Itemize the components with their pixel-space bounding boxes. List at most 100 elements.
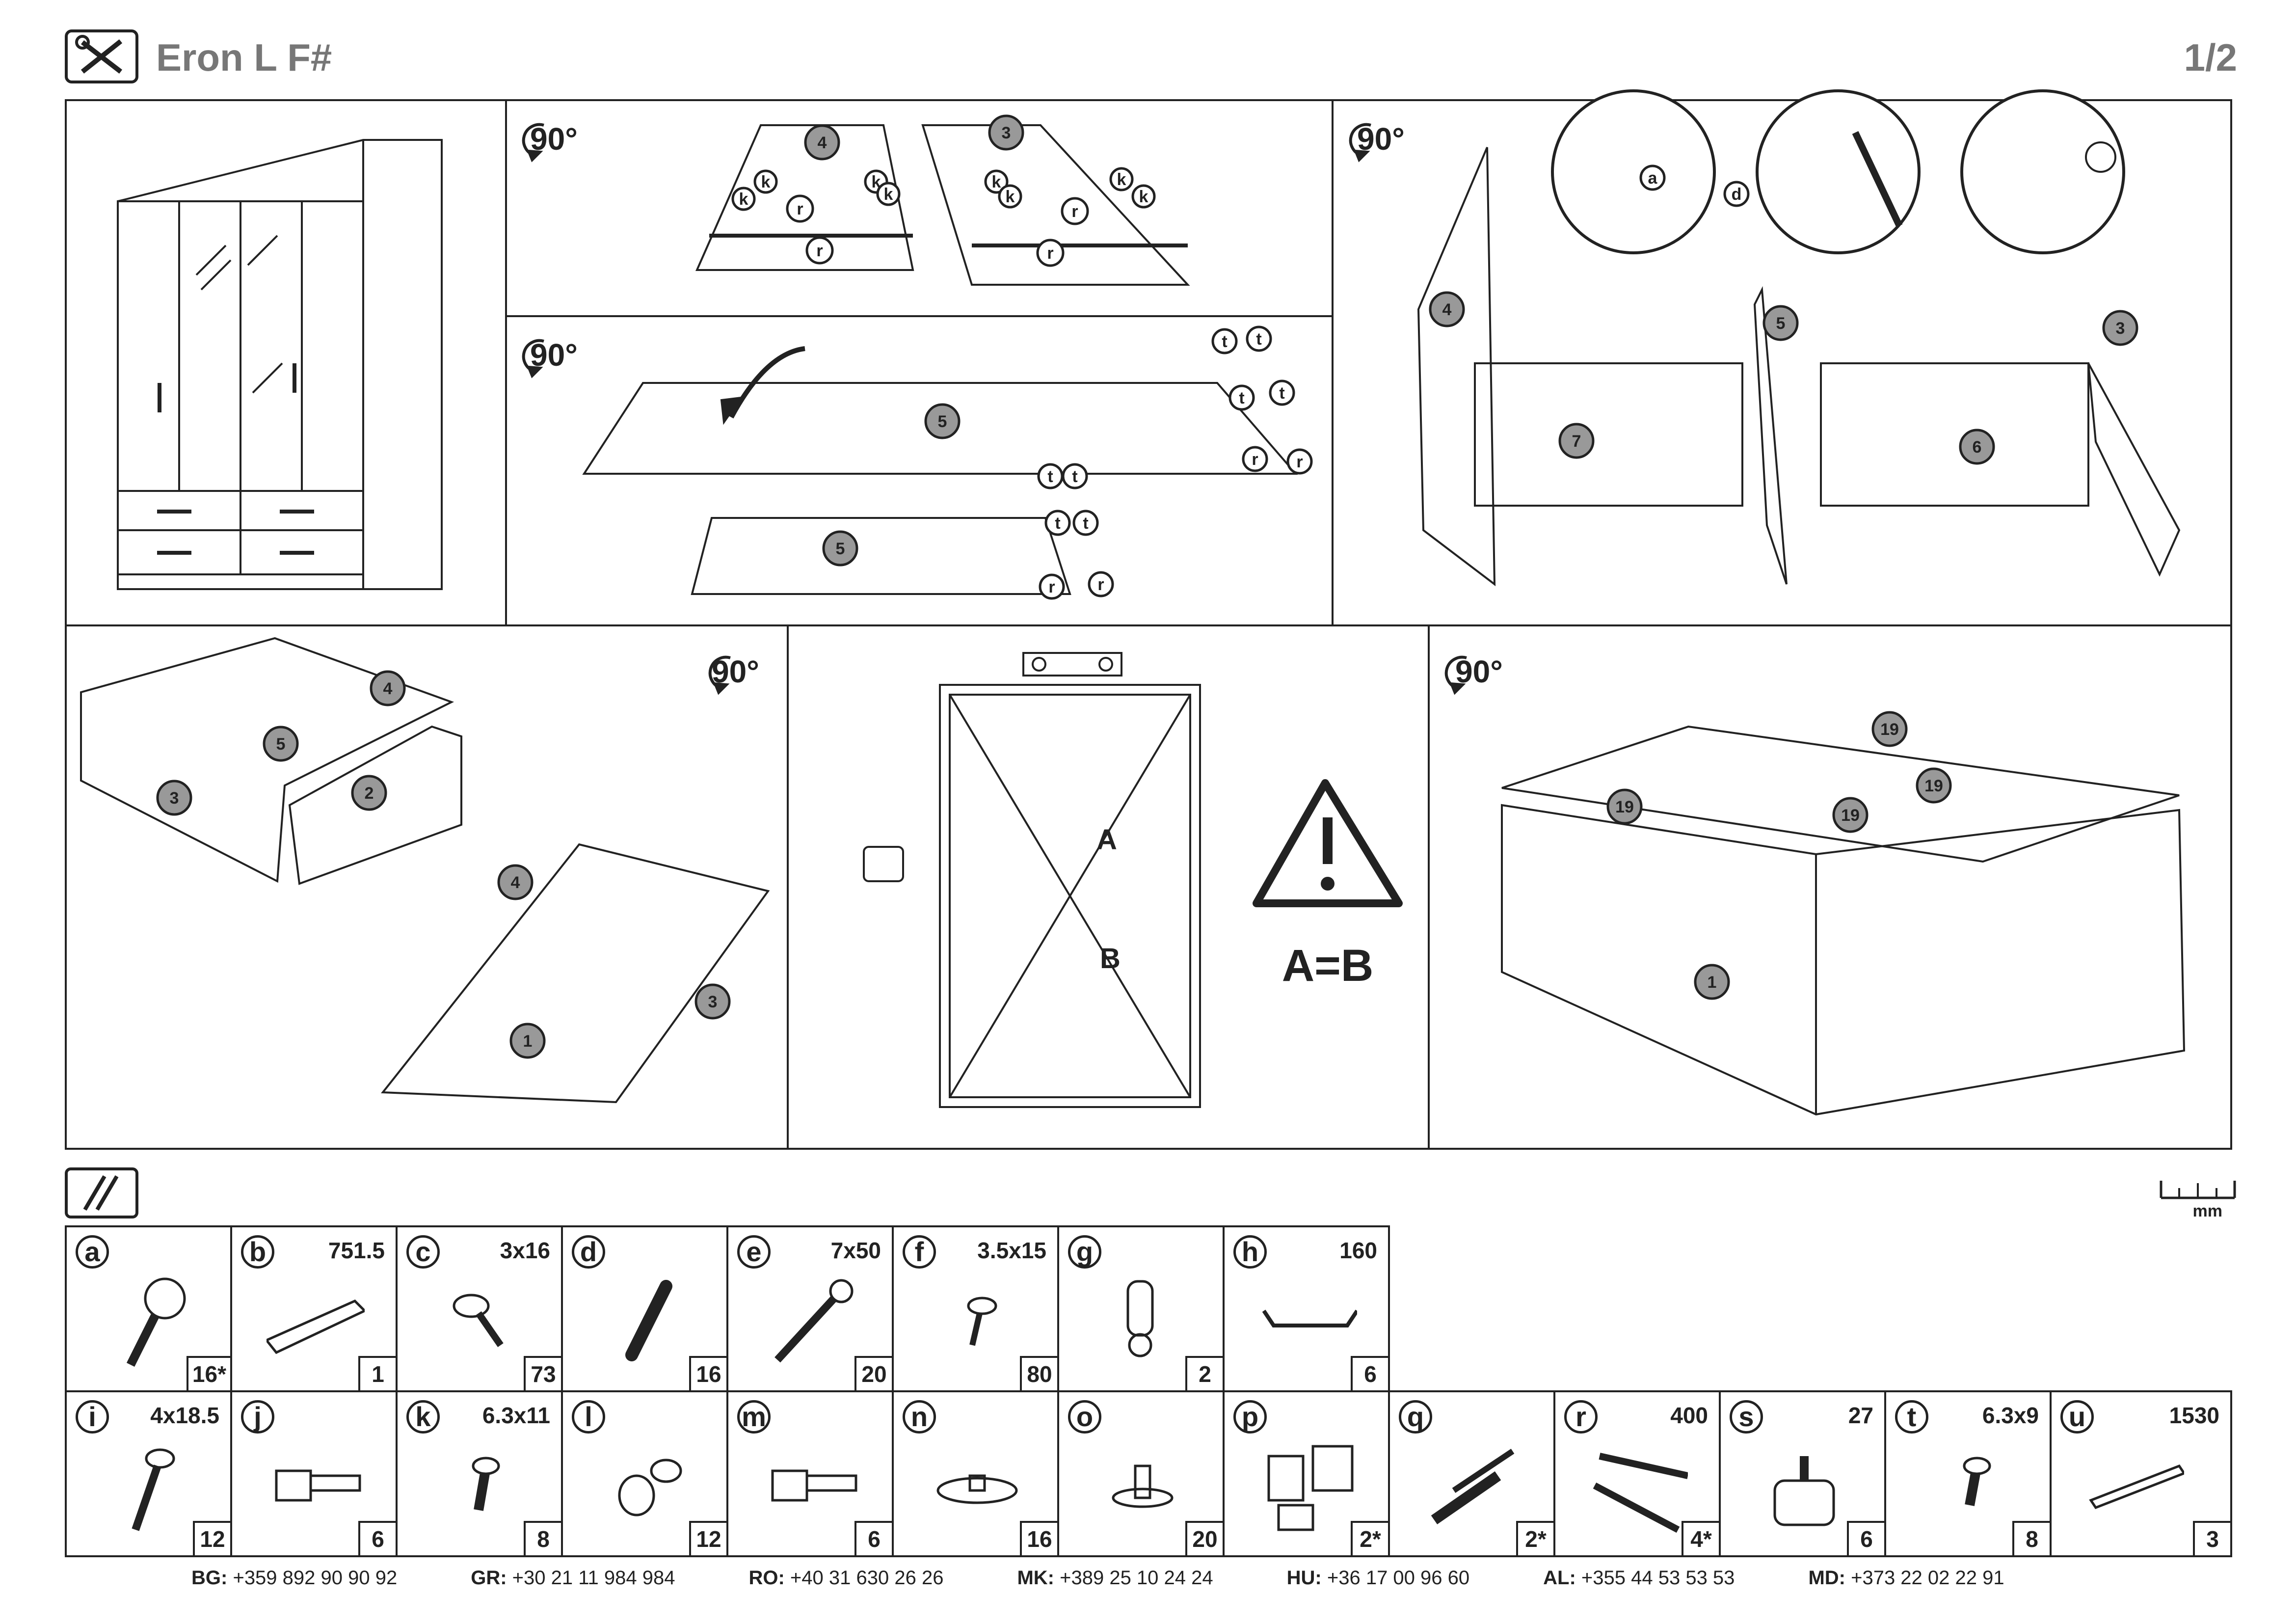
part-size: 6.3x9	[1982, 1403, 2039, 1428]
nail-glide-icon	[1112, 1464, 1174, 1508]
svg-text:5: 5	[836, 540, 845, 558]
svg-text:7: 7	[1572, 432, 1581, 451]
step-2-markers	[822, 325, 1313, 600]
step-1-drawing	[524, 125, 1190, 286]
part-p: p 2*	[1223, 1390, 1390, 1557]
svg-text:5: 5	[276, 735, 286, 754]
svg-text:k: k	[761, 173, 771, 191]
short-euro-screw-icon	[1963, 1457, 1991, 1506]
contact-md: MD: +373 22 02 22 91	[1808, 1567, 2004, 1589]
glide-pad-icon	[936, 1474, 1018, 1504]
wooden-dowel-icon	[625, 1280, 672, 1361]
small-screw-icon	[967, 1297, 997, 1346]
back-panel-joiner-icon	[2089, 1464, 2184, 1510]
svg-text:t: t	[1072, 467, 1077, 486]
part-size: 7x50	[830, 1238, 881, 1263]
document-title: Eron L F#	[156, 36, 332, 79]
part-quantity: 73	[524, 1356, 563, 1392]
part-i: i 4x18.5 12	[65, 1390, 232, 1557]
screw-icon	[453, 1294, 504, 1347]
svg-text:4: 4	[1442, 300, 1452, 319]
part-letter: p	[1233, 1400, 1267, 1434]
part-letter: h	[1233, 1235, 1267, 1269]
part-quantity: 12	[193, 1521, 232, 1557]
part-size: 160	[1339, 1238, 1377, 1263]
step-6-drawing	[1446, 657, 2186, 1116]
part-s: s 27 6	[1719, 1390, 1886, 1557]
part-letter: k	[406, 1400, 440, 1434]
page-number: 1/2	[2184, 36, 2237, 79]
svg-text:r: r	[1071, 202, 1078, 221]
support-contacts: BG: +359 892 90 90 92 GR: +30 21 11 984 …	[191, 1567, 2155, 1597]
svg-text:4: 4	[511, 873, 520, 892]
part-quantity: 3	[2193, 1521, 2232, 1557]
part-letter: j	[241, 1400, 274, 1434]
svg-text:19: 19	[1841, 806, 1860, 825]
panel-step-6-back	[1428, 624, 2232, 1150]
step-2-drawing	[524, 341, 1298, 595]
svg-text:1: 1	[523, 1032, 533, 1051]
part-e: e 7x50 20	[726, 1225, 894, 1392]
contact-bg: BG: +359 892 90 90 92	[191, 1567, 398, 1589]
part-quantity: 6	[854, 1521, 894, 1557]
fittings-list-icon	[65, 1167, 138, 1218]
part-b: b 751.5 1	[230, 1225, 398, 1392]
step-4-markers	[156, 670, 731, 1059]
hinge-icon	[275, 1469, 361, 1502]
svg-text:3: 3	[170, 789, 179, 808]
ruler-icon	[2159, 1178, 2237, 1213]
part-quantity: 20	[1185, 1521, 1225, 1557]
part-n: n 16	[892, 1390, 1059, 1557]
part-l: l 12	[561, 1390, 728, 1557]
svg-text:3: 3	[1002, 124, 1011, 142]
part-g: g 2	[1057, 1225, 1225, 1392]
step-6-markers	[1606, 711, 1952, 1000]
part-quantity: 16	[1020, 1521, 1059, 1557]
part-letter: a	[76, 1235, 109, 1269]
svg-text:19: 19	[1880, 720, 1899, 739]
svg-text:t: t	[1047, 467, 1053, 486]
svg-text:19: 19	[1615, 798, 1634, 816]
part-o: o 20	[1057, 1390, 1225, 1557]
part-quantity: 16*	[186, 1356, 232, 1392]
part-size: 27	[1848, 1403, 1873, 1428]
part-j: j 6	[230, 1390, 398, 1557]
part-quantity: 6	[1847, 1521, 1886, 1557]
long-screw-icon	[132, 1448, 175, 1531]
diagonal-a-label: A	[1096, 824, 1117, 856]
part-size: 1530	[2169, 1403, 2219, 1428]
part-letter: c	[406, 1235, 440, 1269]
part-letter: q	[1399, 1400, 1432, 1434]
part-t: t 6.3x9 8	[1884, 1390, 2052, 1557]
part-quantity: 2	[1185, 1356, 1225, 1392]
part-letter: r	[1564, 1400, 1598, 1434]
part-letter: b	[241, 1235, 274, 1269]
contact-mk: MK: +389 25 10 24 24	[1017, 1567, 1213, 1589]
rail-holder-icon	[1126, 1280, 1154, 1357]
part-letter: f	[903, 1235, 936, 1269]
svg-text:2: 2	[365, 784, 374, 803]
part-k: k 6.3x11 8	[396, 1390, 563, 1557]
part-size: 751.5	[328, 1238, 385, 1263]
svg-text:1: 1	[1708, 973, 1717, 992]
part-a: a 16*	[65, 1225, 232, 1392]
part-quantity: 8	[2012, 1521, 2052, 1557]
svg-text:5: 5	[1776, 314, 1786, 333]
svg-text:t: t	[1083, 514, 1088, 533]
rotate-90-label-3: 90°	[1357, 121, 1405, 157]
svg-text:19: 19	[1924, 777, 1943, 795]
svg-text:k: k	[872, 173, 881, 191]
part-quantity: 6	[1351, 1356, 1390, 1392]
svg-text:t: t	[1256, 330, 1261, 349]
svg-text:5: 5	[938, 412, 947, 431]
part-quantity: 8	[524, 1521, 563, 1557]
svg-text:t: t	[1239, 389, 1244, 407]
part-q: q 2*	[1388, 1390, 1555, 1557]
part-letter: g	[1068, 1235, 1101, 1269]
svg-text:r: r	[797, 200, 803, 218]
ruler-unit-label: mm	[2192, 1202, 2222, 1220]
svg-text:r: r	[1252, 450, 1258, 469]
part-letter: m	[737, 1400, 771, 1434]
part-quantity: 4*	[1682, 1521, 1721, 1557]
wall-plug-screw-icon	[1431, 1449, 1515, 1525]
